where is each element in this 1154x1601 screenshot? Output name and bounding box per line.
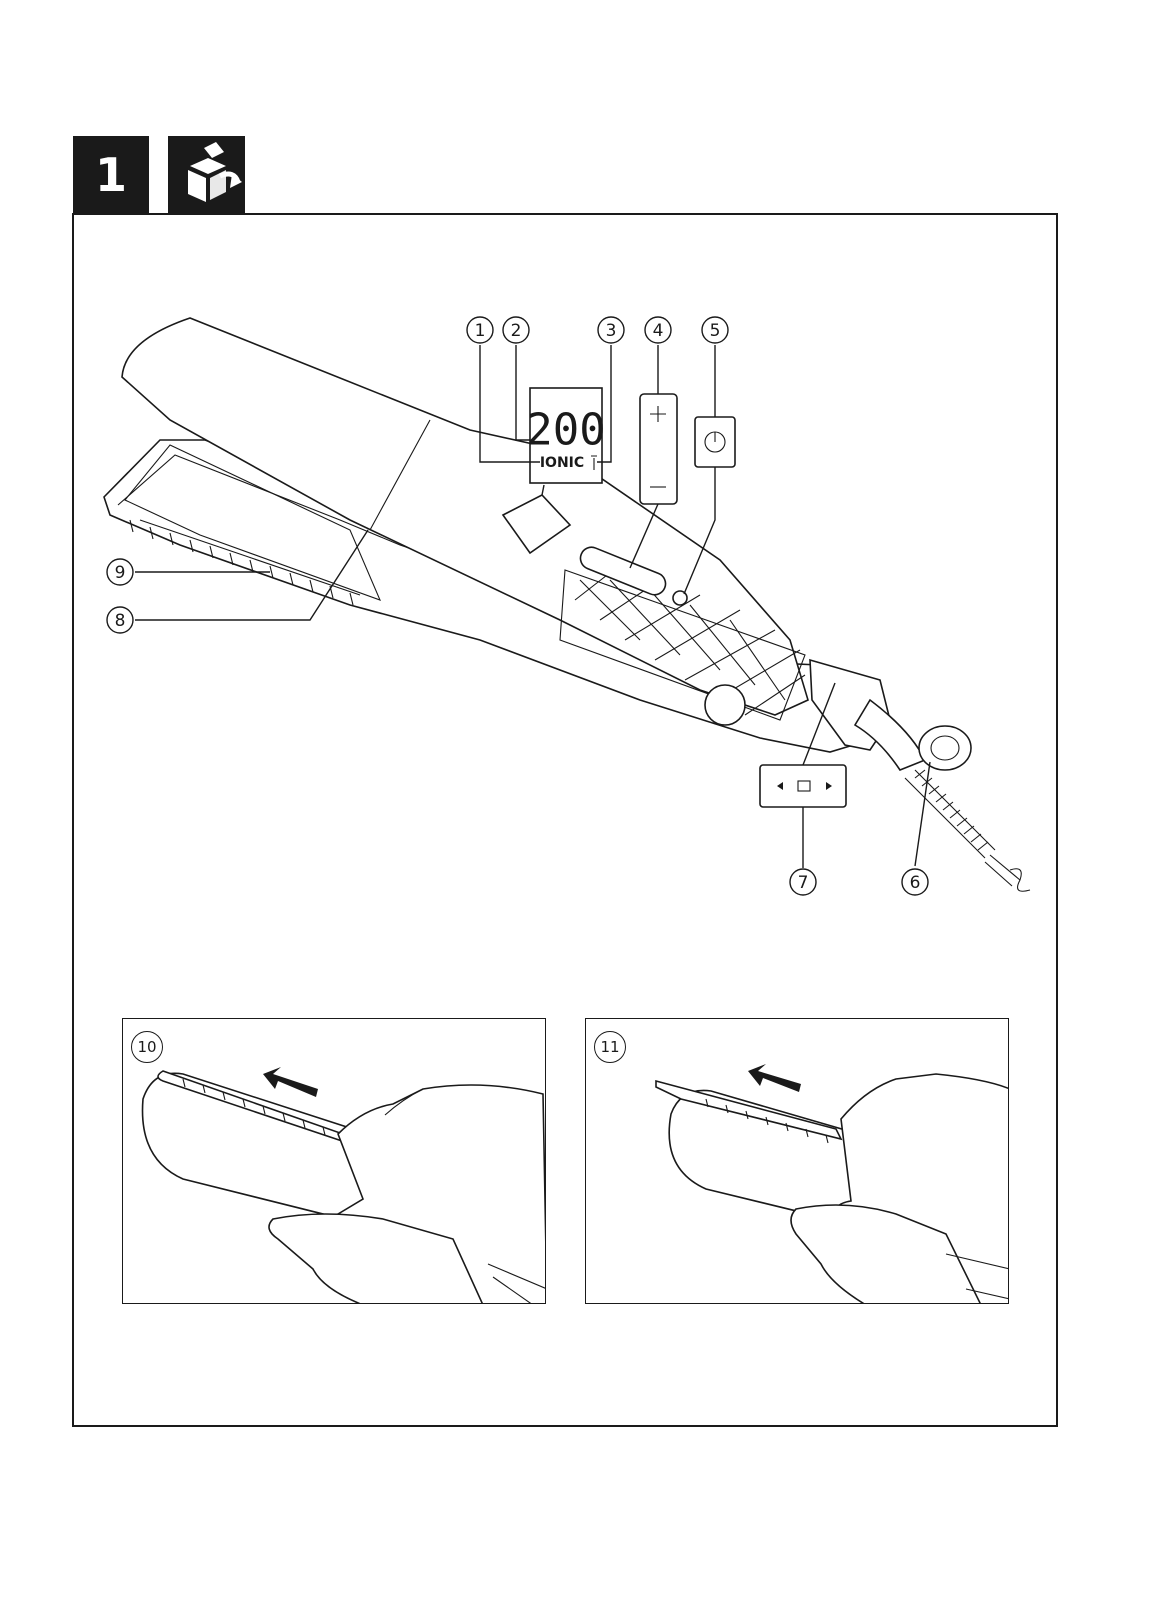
temperature-readout: 200: [526, 405, 605, 456]
callout-2: 2: [503, 317, 529, 343]
arrow-left-icon: [748, 1064, 801, 1092]
callout-9: 9: [107, 559, 133, 585]
svg-text:2: 2: [511, 321, 522, 341]
callout-7: 7: [790, 869, 816, 895]
panel-10-label: 10: [131, 1031, 163, 1063]
callout-4: 4: [645, 317, 671, 343]
panel-11: 11: [585, 1018, 1009, 1304]
svg-text:8: 8: [115, 611, 126, 631]
ionic-label: IONIC: [540, 455, 584, 471]
callout-6: 6: [902, 869, 928, 895]
panel-11-label: 11: [594, 1031, 626, 1063]
lock-knob: [705, 685, 745, 725]
arrow-left-icon: [263, 1067, 318, 1097]
callout-8: 8: [107, 607, 133, 633]
svg-text:9: 9: [115, 563, 126, 583]
callout-5: 5: [702, 317, 728, 343]
svg-text:7: 7: [798, 873, 809, 893]
svg-text:5: 5: [710, 321, 721, 341]
svg-text:4: 4: [653, 321, 664, 341]
panel-10: 10: [122, 1018, 546, 1304]
svg-text:6: 6: [910, 873, 921, 893]
svg-text:1: 1: [475, 321, 486, 341]
callout-1: 1: [467, 317, 493, 343]
swivel-cord-ring: [919, 726, 971, 770]
callout-3: 3: [598, 317, 624, 343]
svg-text:3: 3: [606, 321, 617, 341]
lock-panel: [760, 765, 846, 807]
